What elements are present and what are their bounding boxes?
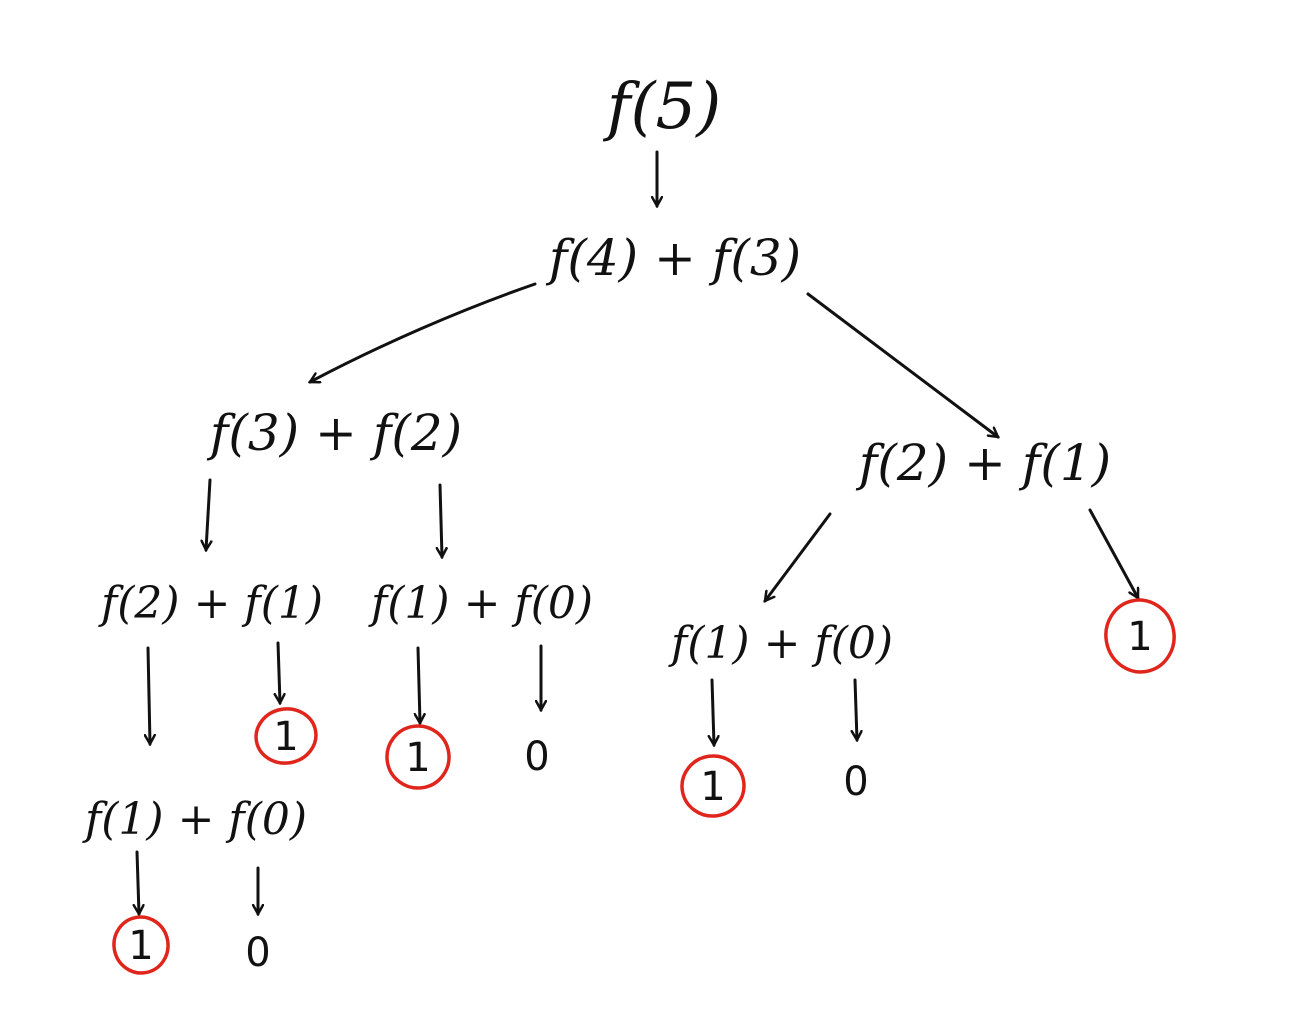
- node-level1: f(4) + f(3): [545, 229, 801, 287]
- leaf-one-circled-right: 1: [1104, 598, 1176, 674]
- leaf-one-circled-level3a: 1: [254, 707, 318, 765]
- arrow-level3b-to-leaf-one: [418, 646, 420, 723]
- node-level3-c: f(1) + f(0): [668, 618, 893, 669]
- node-level3-a: f(2) + f(1): [98, 578, 323, 629]
- leaf-zero-level4a: 0: [245, 930, 270, 976]
- highlight-circle: [1104, 598, 1176, 674]
- arrow-level1-to-left: [310, 282, 537, 384]
- leaf-one-circled-level3b: 1: [385, 724, 451, 790]
- leaf-value-one: 1: [405, 735, 430, 781]
- node-level2-left: f(3) + f(2): [206, 404, 462, 462]
- leaf-one-circled-level4a: 1: [112, 915, 170, 975]
- leaf-value-one: 1: [128, 923, 153, 969]
- arrow-right-to-level3c: [765, 512, 832, 601]
- leaf-value-one: 1: [700, 764, 725, 810]
- leaf-one-circled-level3c: 1: [680, 754, 746, 818]
- highlight-circle: [680, 754, 746, 818]
- arrow-level1-to-right: [806, 292, 998, 437]
- arrow-level3a-to-level4a: [148, 646, 150, 744]
- node-level2-right: f(2) + f(1): [855, 434, 1111, 492]
- arrow-level4a-to-leaf-one: [137, 850, 139, 914]
- arrow-level3a-to-leaf: [278, 641, 280, 703]
- node-root: f(5): [603, 70, 721, 144]
- highlight-circle: [254, 707, 318, 765]
- highlight-circle: [112, 915, 170, 975]
- leaf-zero-level3b: 0: [524, 734, 549, 780]
- leaf-zero-level3c: 0: [843, 759, 868, 805]
- node-level4-a: f(1) + f(0): [82, 794, 307, 845]
- highlight-circle: [385, 724, 451, 790]
- arrow-level3c-to-leaf-one: [712, 678, 714, 745]
- arrow-left-to-level3a: [206, 478, 210, 550]
- leaf-value-one: 1: [273, 714, 298, 760]
- arrow-level3c-to-leaf-zero: [855, 678, 857, 740]
- node-level3-b: f(1) + f(0): [368, 578, 593, 629]
- arrow-left-to-level3b: [440, 483, 442, 557]
- arrow-right-to-leaf: [1088, 508, 1140, 598]
- leaf-value-one: 1: [1127, 614, 1152, 660]
